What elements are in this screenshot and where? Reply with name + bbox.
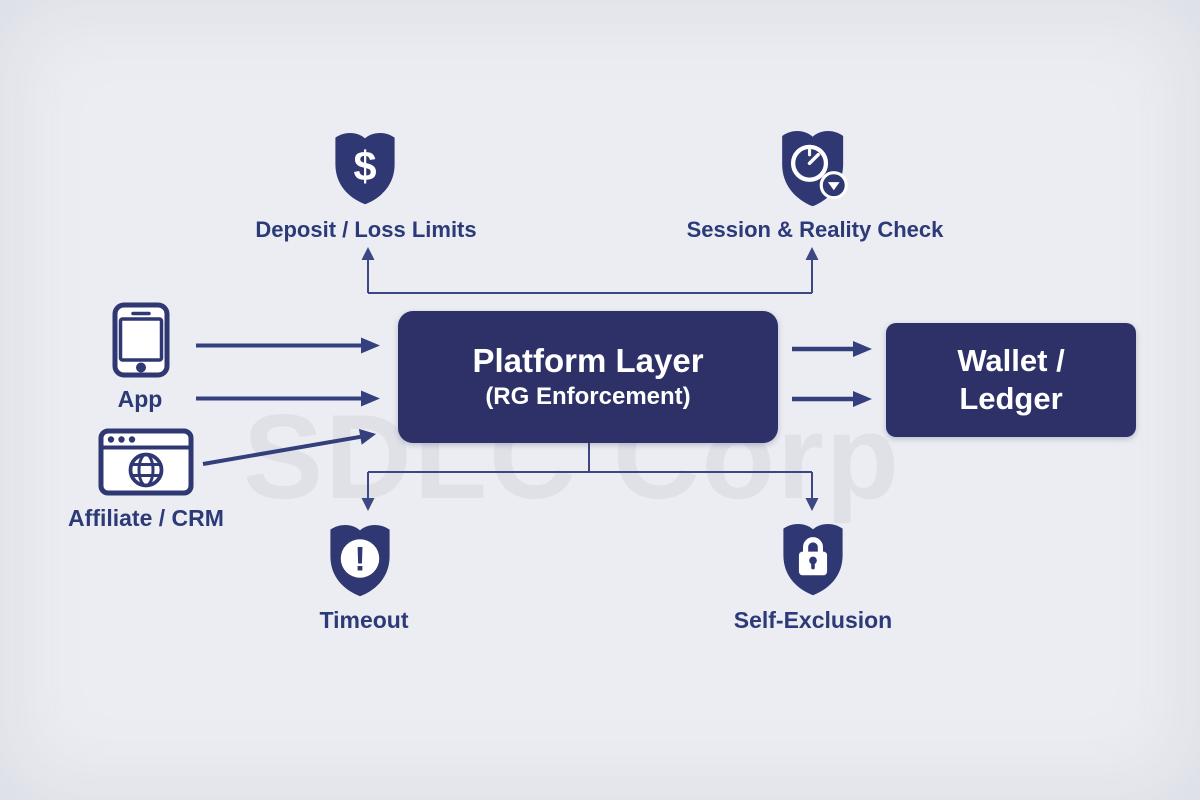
shield-lock-icon <box>783 524 843 596</box>
self-exclusion-label: Self-Exclusion <box>733 607 893 633</box>
arrow-platform-to-wallet-1 <box>792 341 872 357</box>
smartphone-icon <box>112 302 170 378</box>
deposit-loss-limits-label: Deposit / Loss Limits <box>255 217 477 242</box>
platform-subtitle: (RG Enforcement) <box>485 383 691 410</box>
session-reality-check-label: Session & Reality Check <box>686 217 944 242</box>
connector-platform-to-top-controls <box>361 247 819 294</box>
wallet-title-line1: Wallet / <box>957 343 1065 378</box>
svg-text:!: ! <box>354 540 365 578</box>
globe-icon <box>128 452 164 488</box>
shield-clock-icon <box>782 131 848 207</box>
arrow-app-to-platform-1 <box>196 337 380 354</box>
shield-dollar-icon: $ <box>335 133 395 205</box>
affiliate-crm-label: Affiliate / CRM <box>68 505 224 531</box>
shield-exclamation-icon: ! <box>330 525 390 597</box>
wallet-ledger-node: Wallet / Ledger <box>886 323 1136 437</box>
arrow-platform-to-wallet-2 <box>792 391 872 407</box>
platform-layer-node: Platform Layer (RG Enforcement) <box>398 311 778 443</box>
timeout-label: Timeout <box>319 607 409 633</box>
platform-title: Platform Layer <box>472 342 704 379</box>
connector-platform-to-bottom-controls <box>361 443 819 511</box>
clock-badge-chevron-down-icon <box>819 171 848 200</box>
app-label: App <box>117 386 163 412</box>
arrow-app-to-platform-2 <box>196 390 380 407</box>
svg-text:$: $ <box>353 143 376 190</box>
browser-globe-icon <box>98 428 194 496</box>
wallet-title-line2: Ledger <box>959 381 1063 416</box>
arrow-affiliate-to-platform <box>202 428 376 466</box>
